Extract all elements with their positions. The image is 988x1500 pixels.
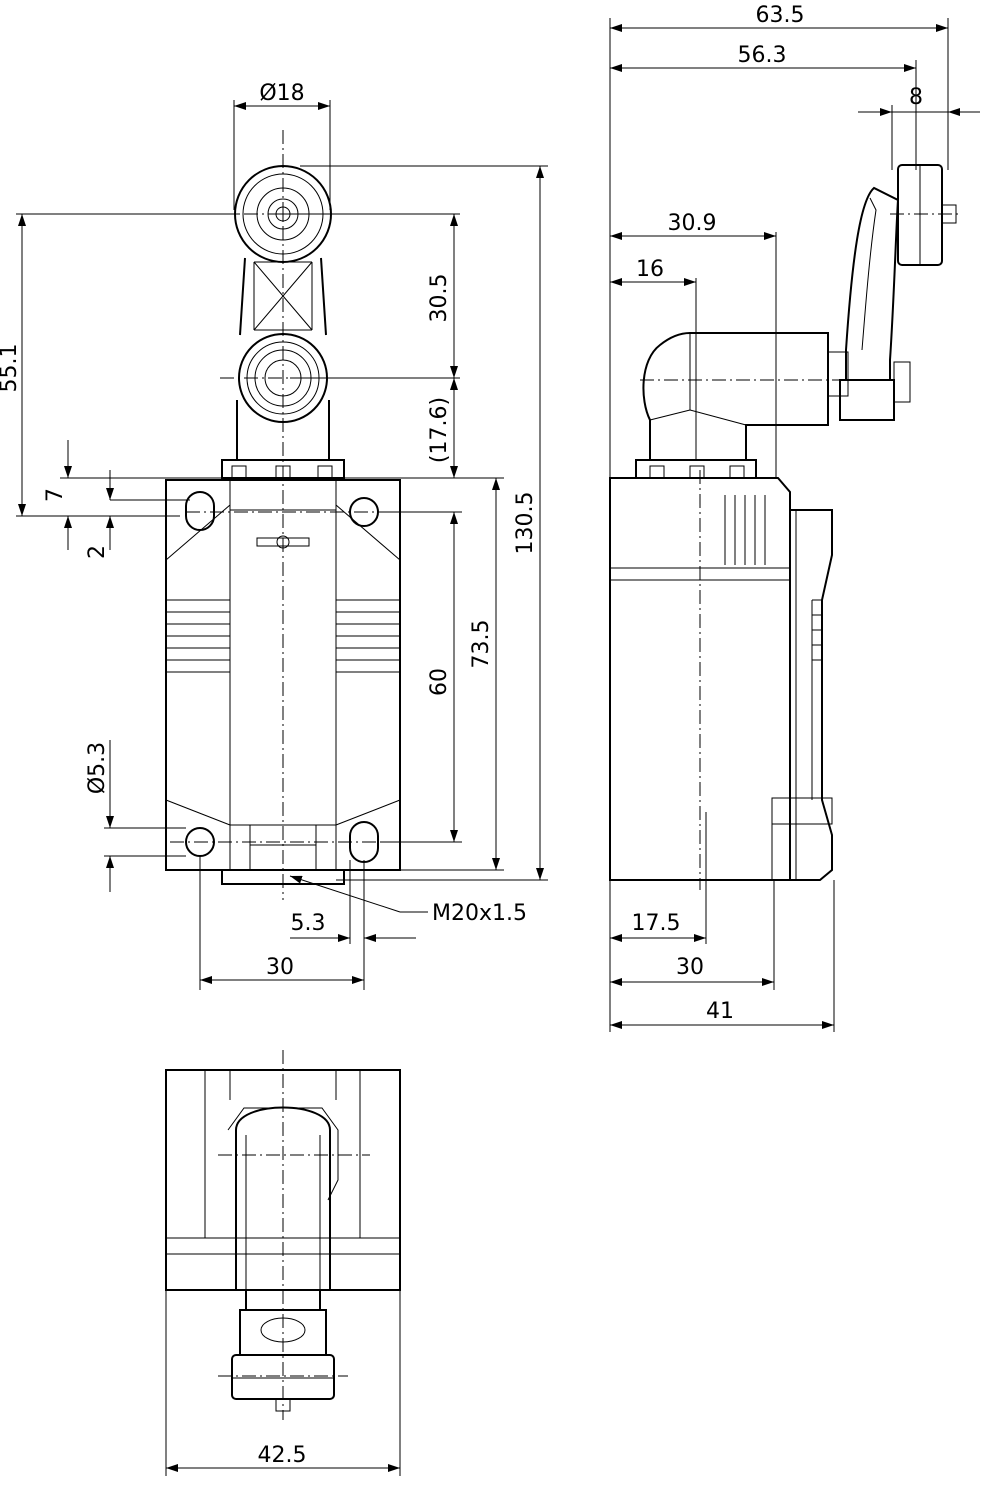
label-diameter-18: Ø18	[259, 81, 304, 106]
bottom-view	[165, 1050, 401, 1420]
label-30-5: 30.5	[427, 274, 452, 323]
label-73-5: 73.5	[469, 620, 494, 669]
label-30-side: 30	[676, 955, 704, 980]
front-view	[165, 130, 401, 900]
label-60: 60	[427, 668, 452, 696]
dimension-labels: 63.5 56.3 8 Ø18 30.9 16 30.5 (17.6) 55.1…	[0, 3, 923, 1468]
label-63-5: 63.5	[756, 3, 805, 28]
label-42-5: 42.5	[258, 1443, 307, 1468]
label-56-3: 56.3	[738, 43, 787, 68]
label-41: 41	[706, 999, 734, 1024]
label-diameter-5-3: Ø5.3	[85, 742, 110, 794]
front-centerlines	[170, 130, 390, 900]
side-body	[609, 470, 833, 890]
side-head	[635, 332, 840, 479]
label-16: 16	[636, 257, 664, 282]
side-roller	[890, 164, 960, 266]
label-8: 8	[909, 85, 923, 110]
label-7: 7	[43, 488, 68, 502]
dimension-lines	[16, 18, 980, 1476]
label-17-5: 17.5	[632, 911, 681, 936]
label-30-9: 30.9	[668, 211, 717, 236]
label-30-front: 30	[266, 955, 294, 980]
side-lever	[827, 186, 911, 421]
label-2: 2	[85, 545, 110, 559]
side-view	[609, 164, 960, 890]
label-55-1: 55.1	[0, 344, 22, 393]
label-5-3: 5.3	[291, 911, 326, 936]
label-130-5: 130.5	[513, 492, 538, 555]
label-m20x1-5: M20x1.5	[432, 901, 527, 926]
label-17-6: (17.6)	[427, 397, 452, 463]
